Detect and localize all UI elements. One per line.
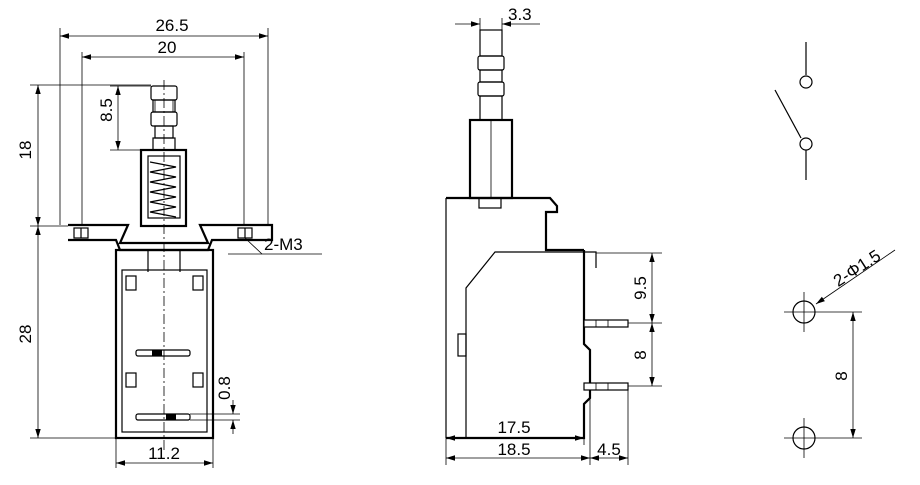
dim-overall-width: 26.5 <box>59 16 269 225</box>
dim-stroke: 8.5 <box>97 85 151 151</box>
dim-pin-thickness-label: 0.8 <box>215 376 234 400</box>
dim-pin-pitch-label: 8 <box>631 350 650 359</box>
dim-hole-pitch: 8 <box>824 311 862 439</box>
spring-housing <box>139 148 188 228</box>
spst-switch-icon <box>774 42 813 180</box>
dim-body-width: 11.2 <box>115 438 214 468</box>
side-plunger <box>468 29 514 200</box>
dim-plunger-width-label: 3.3 <box>508 5 532 24</box>
side-terminals <box>583 319 629 391</box>
dim-overall-width-label: 26.5 <box>155 16 188 35</box>
dim-pin-length: 4.5 <box>590 390 629 465</box>
pcb-hole-pattern: 2-Φ1.5 8 <box>784 246 896 458</box>
dim-mount-width: 20 <box>81 38 245 226</box>
dim-plunger-width: 3.3 <box>455 5 540 30</box>
dim-pin-thickness: 0.8 <box>190 376 240 434</box>
dim-upper-height-label: 18 <box>16 141 35 160</box>
dim-stroke-label: 8.5 <box>97 98 116 122</box>
dim-upper-pin-offset: 9.5 <box>596 252 662 324</box>
side-view: 3.3 9.5 8 17.5 18.5 <box>445 5 662 465</box>
dim-lower-height-label: 28 <box>16 325 35 344</box>
dim-inner-length-label: 17.5 <box>497 418 530 437</box>
spring-icon <box>149 161 177 218</box>
hole-spec-label: 2-Φ1.5 <box>830 246 884 290</box>
dim-outer-length: 18.5 <box>446 398 591 465</box>
dim-lower-height: 28 <box>16 225 116 439</box>
mount-bracket <box>68 223 274 252</box>
dim-hole-pitch-label: 8 <box>832 371 851 380</box>
side-frame <box>445 196 584 438</box>
dim-upper-height: 18 <box>16 84 151 226</box>
side-body <box>446 250 597 440</box>
dim-body-width-label: 11.2 <box>148 444 180 463</box>
dim-mount-width-label: 20 <box>158 38 177 57</box>
switch-body <box>114 248 215 440</box>
mount-thread-label: 2-M3 <box>264 235 303 254</box>
dim-outer-length-label: 18.5 <box>497 440 530 459</box>
mount-thread-callout: 2-M3 <box>228 235 322 255</box>
dim-upper-pin-offset-label: 9.5 <box>631 276 650 300</box>
dim-inner-length: 17.5 <box>445 418 585 465</box>
hole-spec-callout: 2-Φ1.5 <box>815 246 896 305</box>
dim-pin-pitch: 8 <box>628 323 662 387</box>
front-view: 26.5 20 8.5 18 28 <box>16 16 322 468</box>
dim-pin-length-label: 4.5 <box>597 440 621 459</box>
